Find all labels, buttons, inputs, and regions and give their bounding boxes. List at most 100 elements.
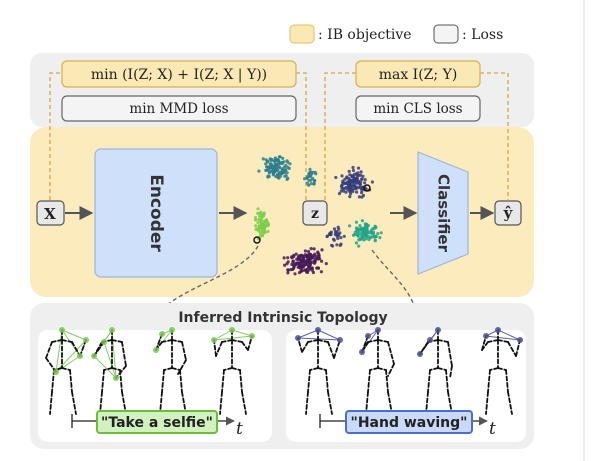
cluster-point xyxy=(336,236,340,241)
topology-edge xyxy=(61,329,87,341)
skeleton-joint xyxy=(495,327,501,333)
cluster-point xyxy=(363,181,367,185)
skeleton-bone xyxy=(163,367,173,371)
cluster-point xyxy=(267,171,271,175)
skeleton-joint xyxy=(517,337,523,343)
cluster-point xyxy=(265,165,269,169)
skeleton-joint xyxy=(91,353,97,359)
topology-edge xyxy=(55,329,63,373)
cluster-point xyxy=(286,256,290,260)
skeleton-joint xyxy=(249,333,255,339)
cluster-point xyxy=(320,259,324,263)
skeleton-bone xyxy=(111,367,121,371)
cluster-point xyxy=(361,229,365,233)
cluster-point xyxy=(374,234,378,238)
cluster-point xyxy=(319,270,323,274)
right-formula: max I(Z; Y) xyxy=(379,67,458,83)
cluster-point xyxy=(264,158,268,162)
skeleton-bone xyxy=(45,341,53,359)
encoder-box xyxy=(94,148,218,278)
skeleton-bone xyxy=(239,369,243,393)
skeleton-joint xyxy=(427,337,433,343)
skeleton-bone xyxy=(171,367,181,371)
cluster-point xyxy=(351,233,356,237)
cluster-point xyxy=(286,268,290,272)
skeleton-bone xyxy=(121,341,127,367)
cluster-point xyxy=(298,264,302,268)
cluster-point xyxy=(354,220,358,224)
right-formula-box xyxy=(355,60,481,88)
cluster-point xyxy=(351,168,356,173)
cluster-point xyxy=(281,156,285,160)
skeleton-joint xyxy=(169,327,175,333)
cluster-point xyxy=(343,181,347,185)
cluster-point xyxy=(345,180,349,184)
cluster-point xyxy=(355,229,359,234)
cluster-point xyxy=(277,165,281,169)
skeleton-bone xyxy=(377,339,389,343)
cluster-point xyxy=(325,234,329,238)
skeleton-bone xyxy=(369,367,379,371)
cluster-point xyxy=(294,261,298,265)
cluster-point xyxy=(276,169,280,173)
cluster-point xyxy=(352,172,357,176)
cluster-point xyxy=(307,172,311,176)
skeleton-bone xyxy=(223,367,233,371)
skeleton-bone xyxy=(159,391,163,415)
cluster-point xyxy=(257,218,261,222)
skeleton-joint xyxy=(113,375,119,381)
skeleton-bone xyxy=(241,391,247,415)
skeleton-bone xyxy=(507,341,517,357)
legend-loss-label: : Loss xyxy=(462,27,503,43)
skeleton-bone xyxy=(305,391,309,415)
cluster-point xyxy=(309,247,313,251)
cluster-point xyxy=(256,207,260,211)
cluster-point xyxy=(309,170,313,174)
skeleton-joint xyxy=(295,335,301,341)
cluster-point xyxy=(313,170,317,174)
cluster-point xyxy=(301,264,305,268)
right-loss: min CLS loss xyxy=(373,101,462,117)
skeleton-joint xyxy=(153,347,159,353)
cluster-point xyxy=(313,260,317,264)
dashed-connectors xyxy=(49,72,509,200)
left-loss: min MMD loss xyxy=(129,101,228,117)
cluster-point xyxy=(282,165,287,169)
cluster-point xyxy=(347,186,351,190)
skeleton-bone xyxy=(449,365,453,379)
cluster-point xyxy=(271,173,275,177)
skeleton-bone xyxy=(101,369,105,393)
cluster-point xyxy=(370,180,374,184)
skeleton-bone xyxy=(333,339,341,359)
cluster-point xyxy=(264,162,268,166)
legend-loss-swatch xyxy=(433,24,459,44)
encoder-label: Encoder xyxy=(146,174,166,252)
cluster-point xyxy=(261,157,265,161)
skeleton-bone xyxy=(487,369,491,393)
cluster-point xyxy=(360,191,364,195)
skeleton-bone xyxy=(367,369,371,393)
cluster-point xyxy=(347,169,351,173)
cluster-point xyxy=(338,243,342,247)
cluster-point xyxy=(307,178,311,182)
cluster-point xyxy=(296,257,300,261)
cluster-point xyxy=(374,226,378,230)
cluster-point xyxy=(260,234,265,238)
cluster-point xyxy=(340,174,344,178)
cluster-point xyxy=(286,160,290,164)
cluster-point xyxy=(329,233,333,237)
skeleton-bone xyxy=(507,391,513,415)
cluster-point xyxy=(360,219,364,223)
skeleton-bone xyxy=(179,369,183,393)
cluster-point xyxy=(330,243,334,247)
skeleton-joint xyxy=(315,327,321,333)
cluster-point xyxy=(308,257,312,261)
latent-clusters xyxy=(253,155,383,276)
cluster-point xyxy=(302,260,306,264)
cluster-point xyxy=(358,231,362,235)
cluster-point xyxy=(253,216,258,220)
latent-label: z xyxy=(311,206,319,222)
cluster-point xyxy=(339,236,343,240)
skeleton-bone xyxy=(325,369,329,393)
